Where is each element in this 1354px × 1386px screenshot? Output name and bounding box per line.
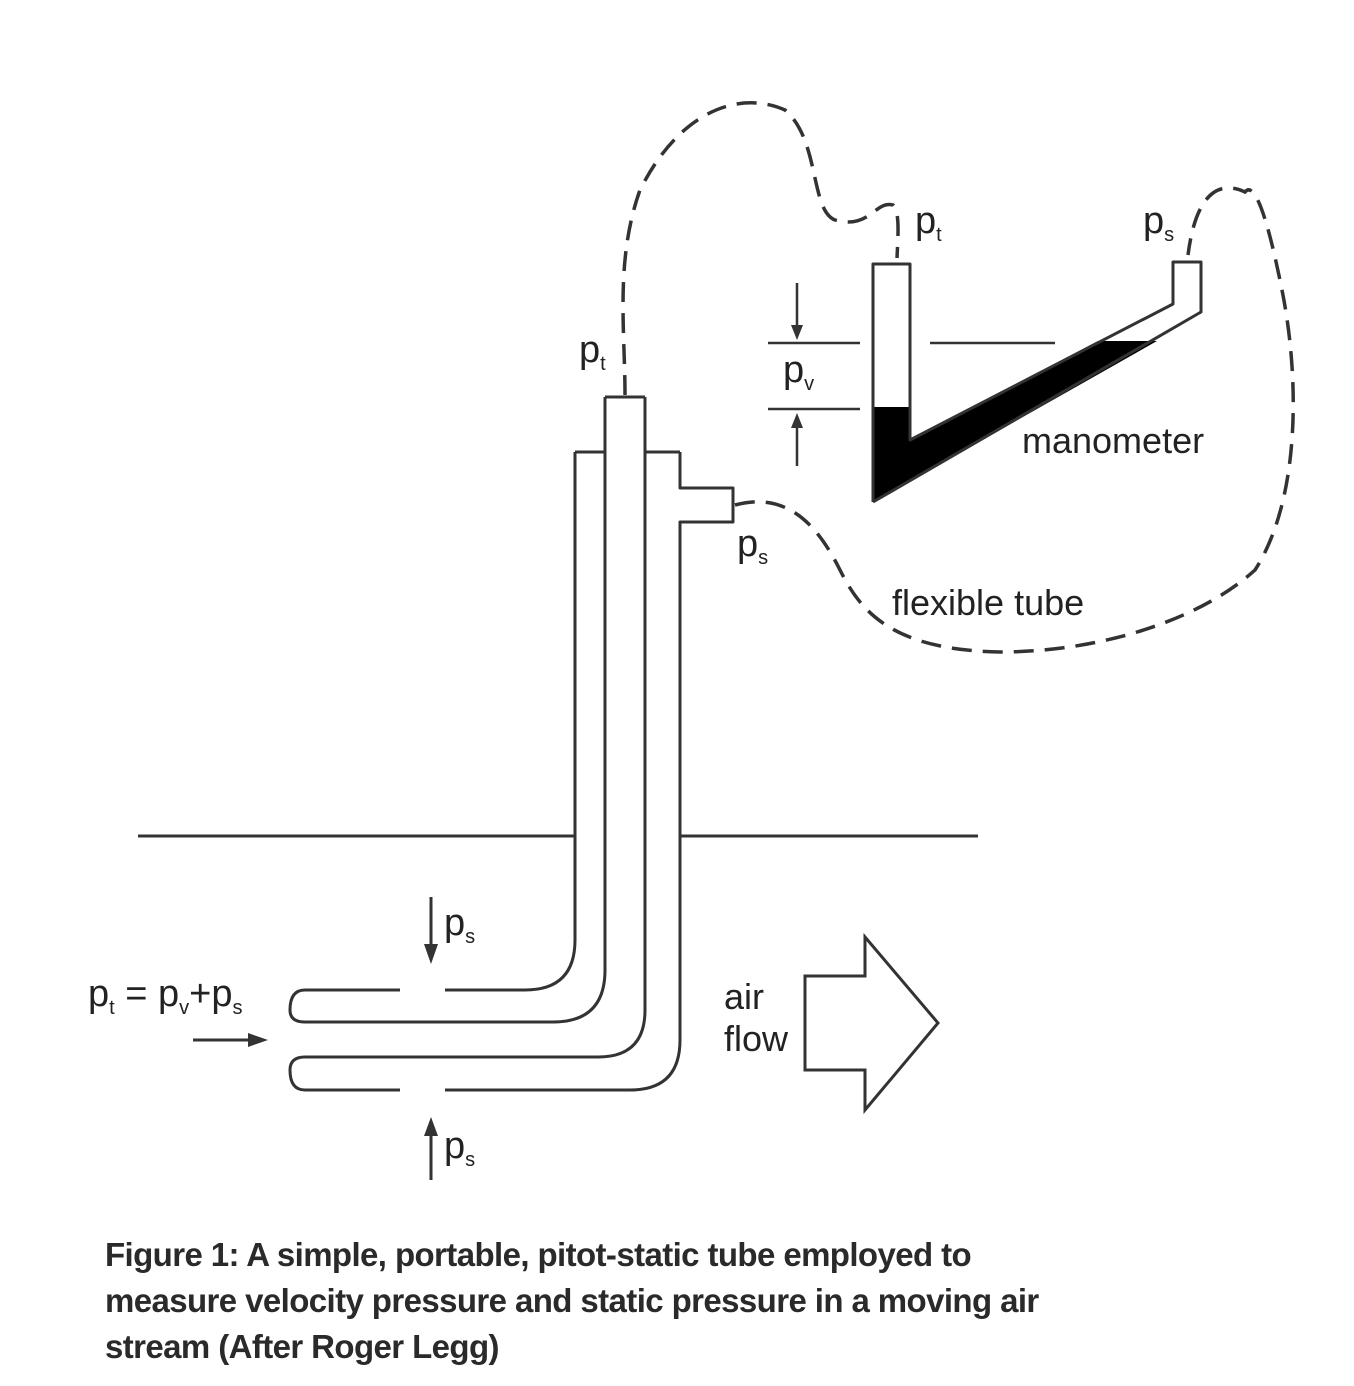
pt-label-manometer: pt — [915, 200, 942, 246]
pv-dimension — [768, 283, 1055, 466]
flexible-tube-static — [734, 186, 1295, 654]
ps-label-side-port: ps — [737, 523, 768, 569]
flexible-tube-total — [621, 101, 900, 396]
ps-label-bottom: ps — [444, 1125, 475, 1171]
pv-label: pv — [783, 349, 814, 395]
ps-label-manometer: ps — [1143, 200, 1174, 246]
flexible-tube-label: flexible tube — [892, 582, 1084, 623]
pv-arrow-up-icon — [791, 413, 803, 428]
figure-caption: Figure 1: A simple, portable, pitot-stat… — [105, 1236, 1039, 1365]
pv-arrow-down-icon — [791, 325, 803, 340]
flexible-tube-lines — [621, 101, 1295, 654]
ps-top-arrow-icon — [424, 944, 438, 964]
inflow-arrow-icon — [248, 1033, 268, 1047]
pitot-static-tube — [288, 395, 735, 1092]
pitot-static-tube-diagram: pt pt ps pv ps ps ps manometer flexible … — [88, 101, 1295, 1180]
ps-bottom-arrow-icon — [424, 1117, 438, 1136]
air-flow-arrow-icon — [803, 932, 940, 1115]
air-label: air — [724, 976, 764, 1017]
static-arrows — [193, 897, 433, 1180]
ps-label-top: ps — [444, 902, 475, 948]
manometer — [871, 260, 1203, 504]
flow-label: flow — [724, 1018, 789, 1059]
pressure-equation: pt = pv+ps — [88, 973, 243, 1019]
manometer-label: manometer — [1022, 420, 1204, 461]
pt-label-tube: pt — [579, 329, 606, 375]
